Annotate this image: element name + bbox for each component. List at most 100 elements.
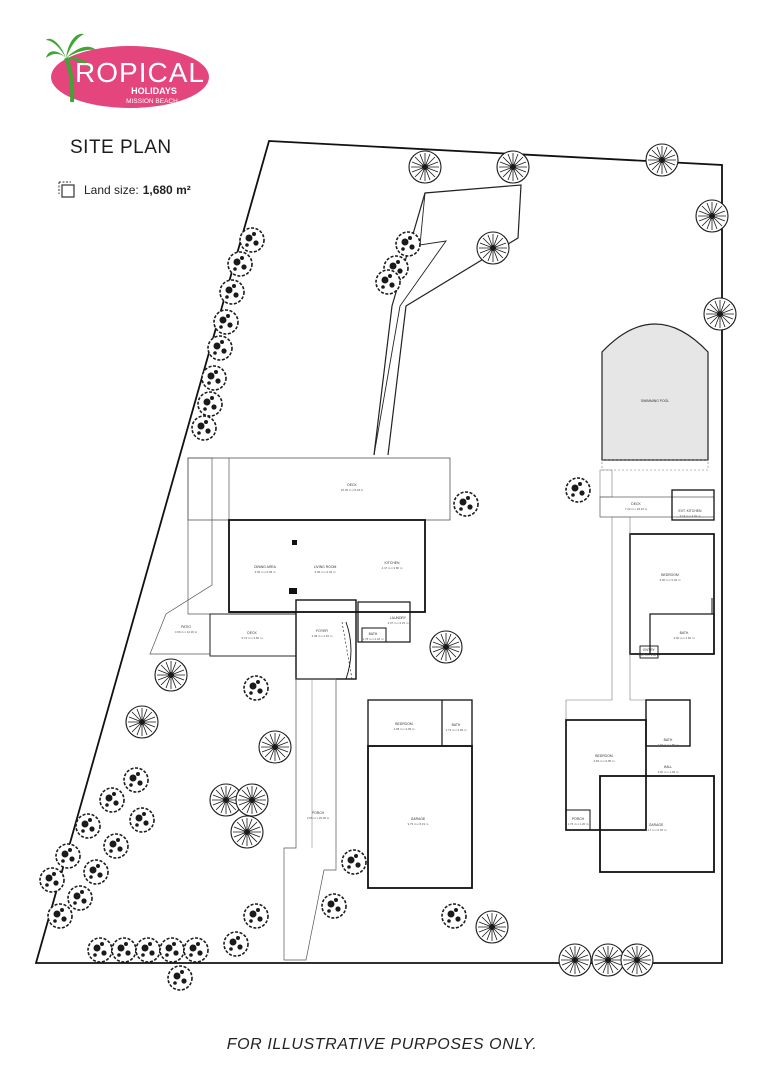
room-size: 6.17 m x 6.04 m bbox=[646, 828, 667, 832]
room-label: BATH bbox=[369, 632, 378, 636]
shrub-icon bbox=[83, 859, 109, 885]
room-label: PORCH bbox=[572, 817, 585, 821]
shrub-icon bbox=[183, 937, 209, 963]
room-size: 4.56 m x 6.38 m bbox=[255, 570, 276, 574]
shrub-icon bbox=[99, 787, 125, 813]
tree-icon bbox=[429, 630, 463, 664]
room-label: LAUNDRY bbox=[390, 616, 407, 620]
tree-icon bbox=[496, 150, 530, 184]
room-label: ENTRY bbox=[643, 648, 655, 652]
room-label: LIVING ROOM bbox=[314, 565, 337, 569]
shrub-icon bbox=[223, 931, 249, 957]
tree-icon bbox=[645, 143, 679, 177]
shrub-icon bbox=[219, 279, 245, 305]
page-title: SITE PLAN bbox=[70, 137, 172, 158]
shrub-icon bbox=[239, 227, 265, 253]
logo-pink-oval bbox=[51, 46, 209, 108]
room-size: 3.38 m x 4.52 m bbox=[312, 634, 333, 638]
room-size: 5.90 m x 5.93 m bbox=[660, 578, 681, 582]
room-size: 4.59 m x 12.36 m bbox=[175, 630, 198, 634]
trees bbox=[125, 143, 737, 977]
shrub-icon bbox=[39, 867, 65, 893]
porch-main: PORCH 2.95 m x 25.00 m bbox=[283, 678, 337, 961]
tree-icon bbox=[125, 705, 159, 739]
shrub-icon bbox=[55, 843, 81, 869]
shrub-icon bbox=[395, 231, 421, 257]
shrub-icon bbox=[111, 937, 137, 963]
room-label: DECK bbox=[247, 631, 257, 635]
shrub-icon bbox=[243, 675, 269, 701]
shrubs bbox=[39, 227, 591, 991]
room-label: BATH bbox=[680, 631, 689, 635]
shrub-icon bbox=[167, 965, 193, 991]
logo-holidays: HOLIDAYS bbox=[131, 86, 177, 96]
land-area-icon bbox=[58, 181, 75, 198]
shrub-icon bbox=[159, 937, 185, 963]
shrub-icon bbox=[135, 937, 161, 963]
shrub-icon bbox=[197, 391, 223, 417]
shrub-icon bbox=[87, 937, 113, 963]
main-garage bbox=[367, 699, 473, 889]
tree-icon bbox=[558, 943, 592, 977]
shrub-icon bbox=[191, 415, 217, 441]
tree-icon bbox=[154, 658, 188, 692]
room-label: BEDROOM bbox=[395, 722, 413, 726]
shrub-icon bbox=[441, 903, 467, 929]
shrub-icon bbox=[201, 365, 227, 391]
tree-icon bbox=[620, 943, 654, 977]
tree-icon bbox=[408, 150, 442, 184]
room-label: KITCHEN bbox=[385, 561, 400, 565]
main-house bbox=[209, 519, 426, 680]
room-label: PORCH bbox=[312, 811, 325, 815]
tree-icon bbox=[476, 231, 510, 265]
tree-icon bbox=[258, 730, 292, 764]
land-size-label: Land size: bbox=[84, 183, 139, 197]
swimming-pool: SWIMMING POOL bbox=[601, 323, 709, 471]
east-cabin bbox=[599, 469, 715, 659]
tree-icon bbox=[703, 297, 737, 331]
shrub-icon bbox=[565, 477, 591, 503]
shrub-icon bbox=[207, 335, 233, 361]
shrub-icon bbox=[341, 849, 367, 875]
room-label: BEDROOM bbox=[661, 573, 679, 577]
land-size: Land size: 1,680 m² bbox=[58, 180, 191, 200]
palm-tree-icon bbox=[46, 33, 96, 103]
room-label: FOYER bbox=[316, 629, 328, 633]
southeast-house bbox=[565, 699, 715, 873]
shrub-icon bbox=[67, 885, 93, 911]
property-boundary bbox=[34, 140, 723, 964]
shrub-icon bbox=[375, 269, 401, 295]
tree-icon bbox=[695, 199, 729, 233]
shrub-icon bbox=[213, 309, 239, 335]
shrub-icon bbox=[129, 807, 155, 833]
room-size: 2.37 m x 2.15 m bbox=[388, 621, 409, 625]
room-size: 5.96 m x 6.03 m bbox=[315, 570, 336, 574]
patio: PATIO 4.59 m x 12.36 m bbox=[149, 457, 213, 655]
room-size: 9.79 m x 8.19 m bbox=[408, 822, 429, 826]
land-size-value: 1,680 m² bbox=[142, 183, 191, 197]
room-size: 2.60 m x 1.09 m bbox=[658, 770, 679, 774]
room-size: 1.07 m x 1.00 m bbox=[639, 653, 660, 657]
shrub-icon bbox=[453, 491, 479, 517]
room-label: BEDROOM bbox=[595, 754, 613, 758]
main-deck: DECK 15.45 m x 8.18 m bbox=[187, 457, 451, 521]
room-size: 2.95 m x 25.00 m bbox=[307, 816, 330, 820]
room-size: 3.19 m x 3.02 m bbox=[680, 514, 701, 518]
logo-word: ROPICAL bbox=[75, 57, 205, 88]
room-size: 7.22 m x 18.10 m bbox=[625, 507, 648, 511]
shrub-icon bbox=[123, 767, 149, 793]
room-label: DINING AREA bbox=[254, 565, 277, 569]
room-size: 1.72 m x 3.09 m bbox=[446, 728, 467, 732]
room-size: 15.45 m x 8.18 m bbox=[341, 488, 364, 492]
tree-icon bbox=[235, 783, 269, 817]
room-label: DECK bbox=[347, 483, 357, 487]
shrub-icon bbox=[243, 903, 269, 929]
room-label: BATH bbox=[664, 738, 673, 742]
room-label: SWIMMING POOL bbox=[641, 399, 670, 403]
shrub-icon bbox=[103, 833, 129, 859]
room-label: HALL bbox=[664, 765, 673, 769]
room-size: 1.76 m x 1.36 m bbox=[568, 822, 589, 826]
room-label: EXT. KITCHEN bbox=[679, 509, 703, 513]
tree-icon bbox=[230, 815, 264, 849]
